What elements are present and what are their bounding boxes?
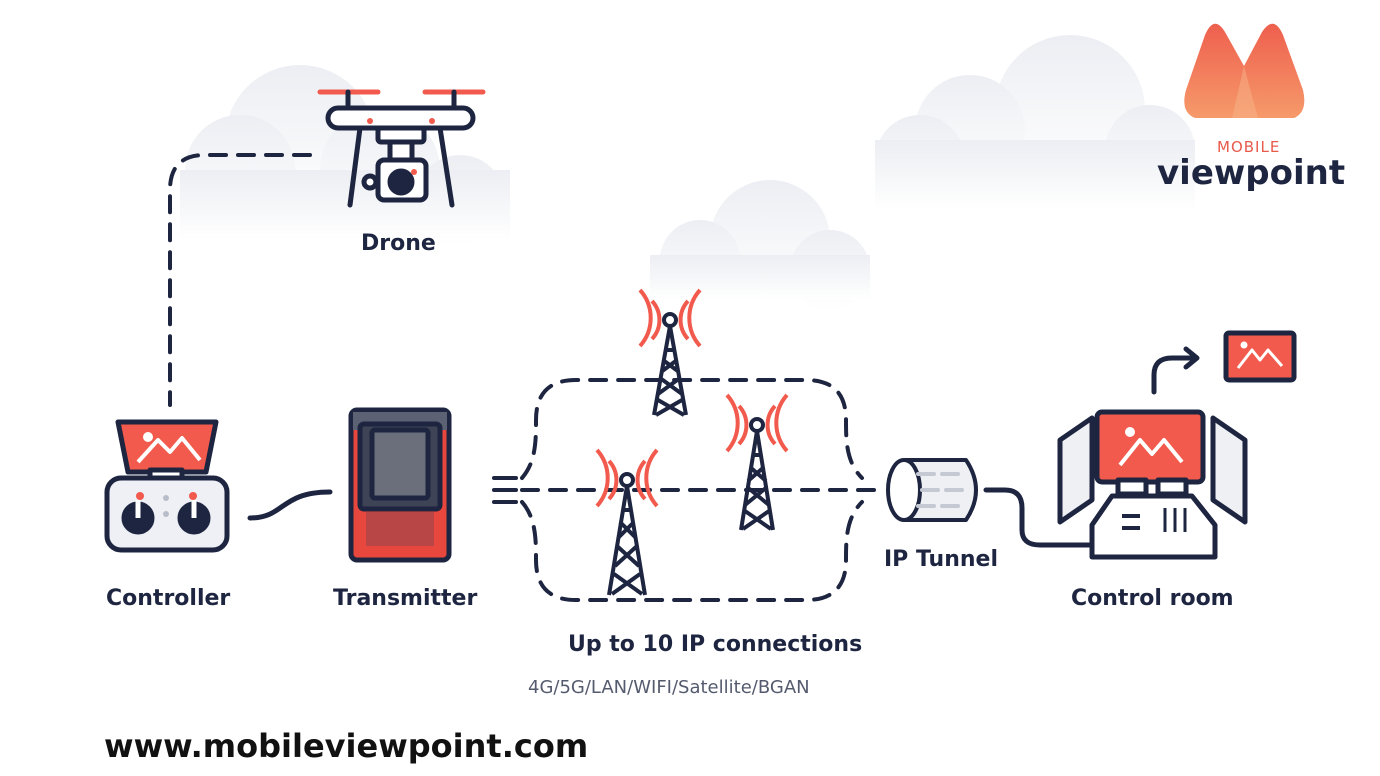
output-arrow-icon [1151, 346, 1200, 395]
output-image-icon [1223, 330, 1297, 383]
controller-label: Controller [106, 586, 231, 611]
control-desk-icon [1057, 409, 1248, 560]
signal-lines [492, 476, 518, 504]
connections-types: 4G/5G/LAN/WIFI/Satellite/BGAN [528, 677, 810, 698]
transmitter-icon [348, 407, 452, 563]
mountain-logo-icon [1184, 23, 1305, 118]
control-room-label: Control room [1071, 586, 1234, 611]
ip-connection-paths [520, 378, 882, 602]
brand-name: viewpoint [1157, 153, 1346, 193]
controller-cable [247, 489, 333, 521]
tunnel-icon [886, 458, 978, 522]
cell-tower-icon [638, 288, 702, 417]
connections-title: Up to 10 IP connections [568, 632, 863, 657]
brand-mobile: MOBILE [1217, 138, 1281, 156]
cloud-middle [650, 180, 870, 310]
drone-icon [317, 89, 486, 208]
website-url: www.mobileviewpoint.com [104, 727, 589, 765]
drone-label: Drone [361, 231, 436, 256]
remote-controller-icon [104, 419, 230, 553]
tunnel-cable [983, 487, 1098, 548]
cloud-right [875, 35, 1195, 210]
transmitter-label: Transmitter [333, 586, 478, 611]
cell-tower-icon [725, 393, 789, 531]
ip-tunnel-label: IP Tunnel [884, 547, 999, 572]
cell-tower-icon [595, 448, 659, 596]
